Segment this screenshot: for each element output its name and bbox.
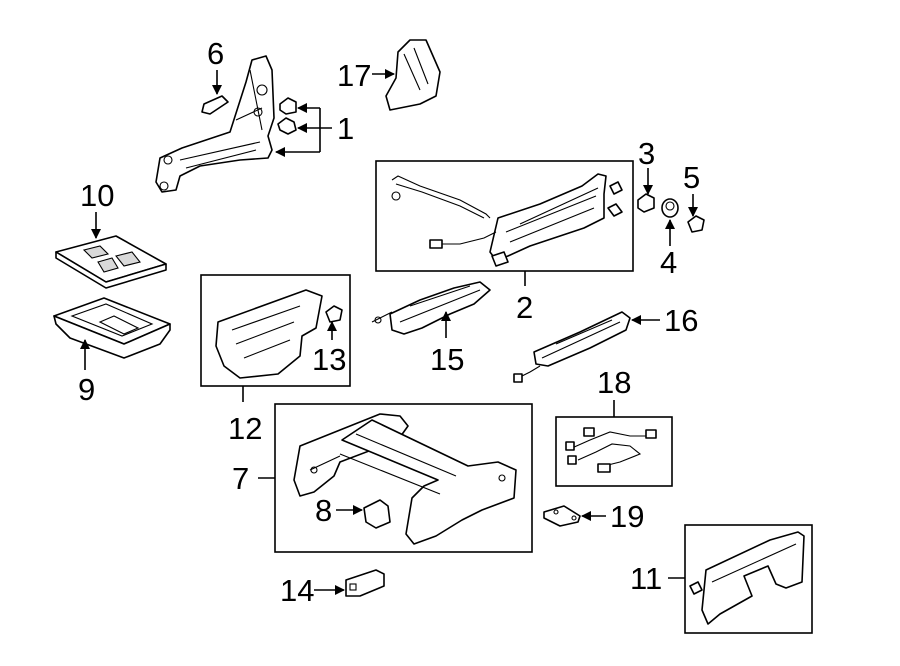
- part-5-nut[interactable]: [687, 215, 705, 233]
- group-box-12: [200, 274, 351, 387]
- leader-lines: [80, 69, 698, 595]
- part-18-wiring-harness[interactable]: [565, 427, 657, 473]
- part-3-knob[interactable]: [637, 193, 655, 213]
- part-13-clip[interactable]: [325, 305, 343, 323]
- part-10-tray-lid[interactable]: [55, 235, 167, 289]
- group-box-18: [555, 416, 673, 487]
- callout-labels: 6 17 1 3 5 10 4 2 16 13 15 9 18 12 7 8 1…: [78, 36, 700, 608]
- callout-4[interactable]: 4: [660, 245, 677, 280]
- callout-6[interactable]: 6: [207, 36, 224, 71]
- callout-8[interactable]: 8: [315, 493, 332, 528]
- callout-5[interactable]: 5: [683, 160, 700, 195]
- callout-1[interactable]: 1: [337, 111, 354, 146]
- part-17-cover[interactable]: [385, 39, 441, 111]
- callout-17[interactable]: 17: [337, 58, 371, 93]
- part-6-small-bracket[interactable]: [201, 95, 229, 115]
- part-7-seat-frame[interactable]: [293, 413, 517, 545]
- part-19-plate[interactable]: [543, 505, 581, 527]
- part-12-side-cover[interactable]: [215, 289, 323, 379]
- part-15-seat-rail[interactable]: [371, 281, 491, 335]
- part-14-bracket[interactable]: [345, 569, 385, 597]
- callout-15[interactable]: 15: [430, 342, 464, 377]
- part-9-storage-tray[interactable]: [53, 297, 171, 359]
- callout-19[interactable]: 19: [610, 499, 644, 534]
- callout-10[interactable]: 10: [80, 178, 114, 213]
- part-4-cap[interactable]: [661, 198, 679, 218]
- part-11-side-trim[interactable]: [689, 531, 805, 625]
- callout-16[interactable]: 16: [664, 303, 698, 338]
- callout-18[interactable]: 18: [597, 365, 631, 400]
- part-seat-side-frame[interactable]: [155, 55, 275, 193]
- callout-3[interactable]: 3: [638, 136, 655, 171]
- callout-2[interactable]: 2: [516, 290, 533, 325]
- callout-7[interactable]: 7: [232, 461, 249, 496]
- callout-14[interactable]: 14: [280, 573, 314, 608]
- group-box-11: [684, 524, 813, 634]
- callout-12[interactable]: 12: [228, 411, 262, 446]
- callout-13[interactable]: 13: [312, 342, 346, 377]
- group-box-2: [375, 160, 634, 272]
- part-16-seat-rail[interactable]: [513, 311, 631, 383]
- part-1-clips[interactable]: [277, 97, 297, 135]
- callout-9[interactable]: 9: [78, 372, 95, 407]
- part-2-track-assembly[interactable]: [391, 173, 623, 267]
- callout-11[interactable]: 11: [630, 561, 662, 596]
- part-8-bracket[interactable]: [363, 499, 391, 529]
